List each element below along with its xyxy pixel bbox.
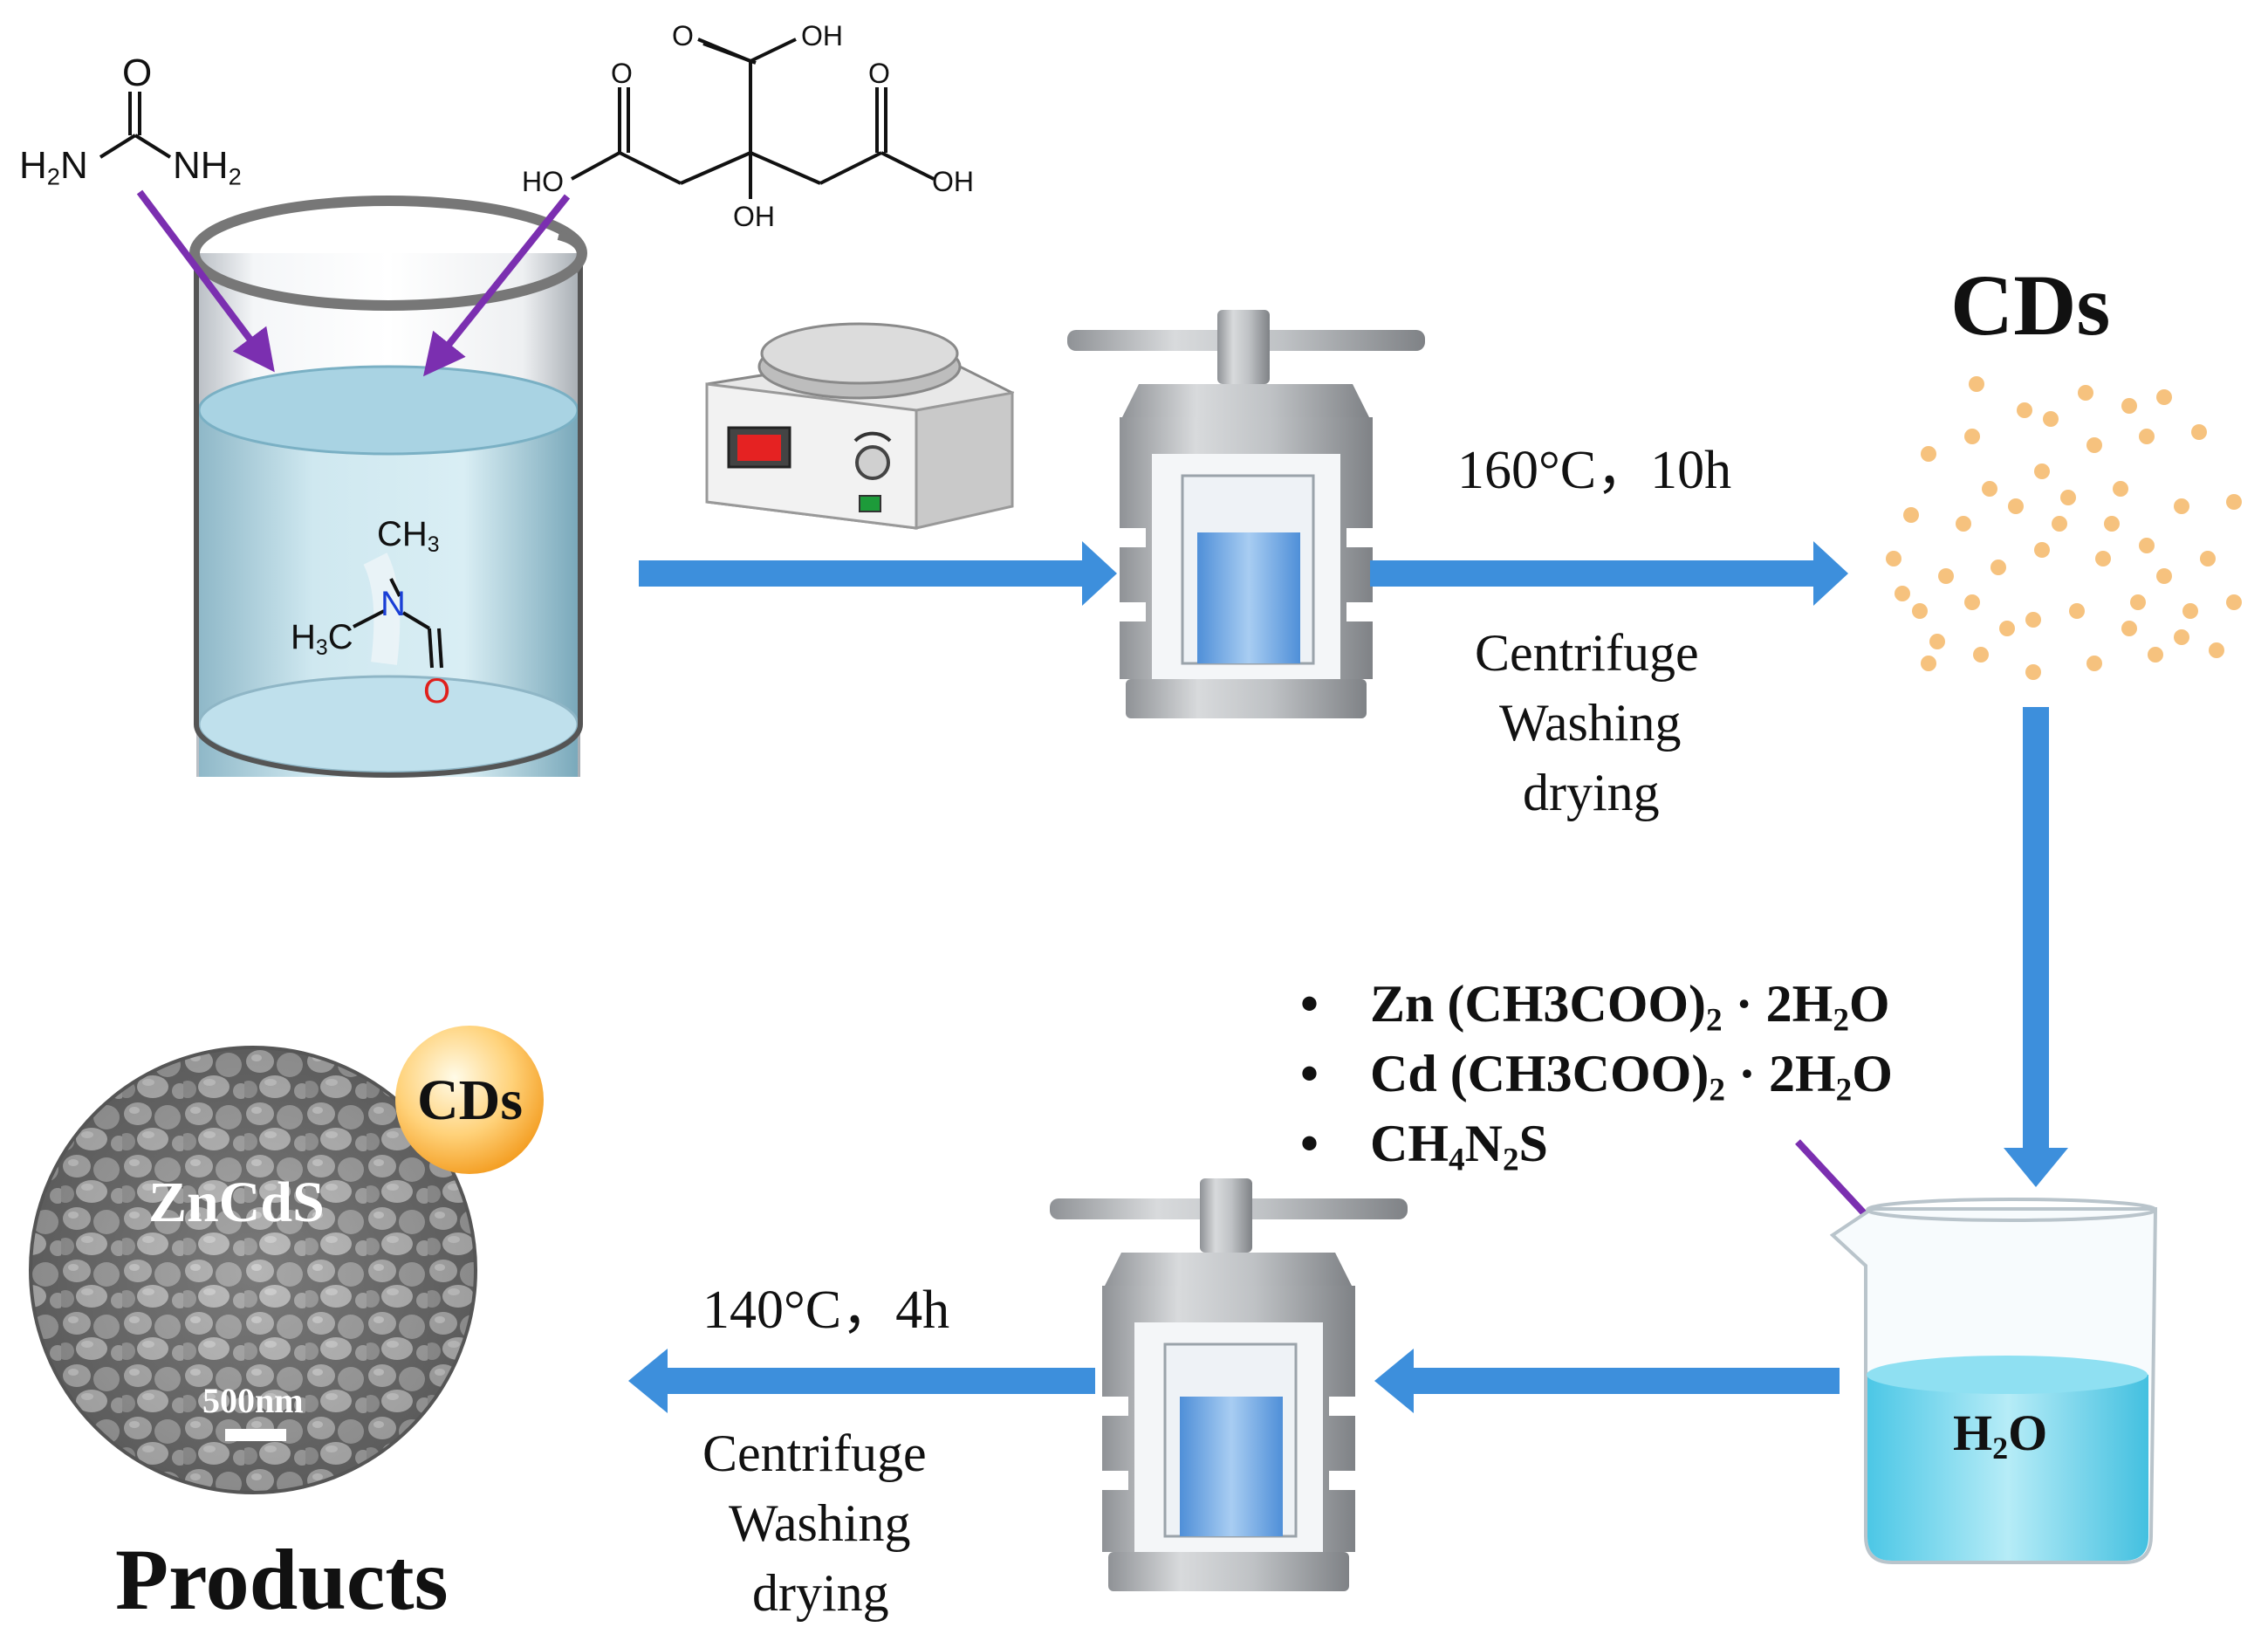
carbon-dot bbox=[2156, 389, 2172, 405]
carbon-dot bbox=[2174, 629, 2189, 645]
carbon-dot bbox=[2104, 516, 2120, 532]
product-sem-image bbox=[29, 1046, 477, 1494]
carbon-dot bbox=[2121, 398, 2137, 414]
dmf-o: O bbox=[423, 672, 451, 711]
carbon-dot bbox=[1969, 376, 1984, 392]
carbon-dot bbox=[1938, 568, 1954, 584]
carbon-dot bbox=[2052, 516, 2067, 532]
arrow-autoclave-to-cds bbox=[1370, 541, 1848, 606]
carbon-dot bbox=[2174, 498, 2189, 514]
carbon-dot bbox=[1973, 647, 1989, 663]
scale-bar-label: 500nm bbox=[202, 1381, 304, 1420]
step2-washing: Washing bbox=[729, 1494, 911, 1552]
carbon-dot bbox=[1964, 429, 1980, 444]
carbon-dot bbox=[1956, 516, 1971, 532]
carbon-dot bbox=[2121, 621, 2137, 636]
carbon-dot bbox=[2060, 490, 2076, 505]
cds-badge-label: CDs bbox=[417, 1068, 524, 1132]
carbon-dot bbox=[2139, 538, 2155, 553]
urea-o: O bbox=[122, 51, 153, 94]
product-label: ZnCdS bbox=[148, 1171, 325, 1234]
step1-washing: Washing bbox=[1499, 694, 1682, 752]
carbon-dot bbox=[2025, 664, 2041, 680]
carbon-dot bbox=[1921, 656, 1936, 671]
step2-drying: drying bbox=[752, 1564, 889, 1622]
cds-badge bbox=[395, 1026, 544, 1174]
carbon-dot bbox=[1964, 594, 1980, 610]
urea-to-beaker-arrow bbox=[136, 189, 275, 373]
dmf-ch3: CH3 bbox=[377, 515, 440, 557]
carbon-dot bbox=[2008, 498, 2024, 514]
reagent-zinc-acetate: •Zn (CH3COO)2 · 2H2O bbox=[1300, 975, 1890, 1039]
scale-bar bbox=[225, 1429, 286, 1441]
citric-oh-bottom: OH bbox=[733, 201, 775, 232]
precursor-beaker bbox=[189, 196, 587, 778]
citric-o-left: O bbox=[611, 58, 633, 89]
carbon-dot bbox=[2226, 594, 2242, 610]
carbon-dot bbox=[1990, 560, 2006, 575]
urea-h2n: H2N bbox=[19, 144, 88, 190]
hotplate-stirrer bbox=[705, 322, 1015, 530]
step1-drying: drying bbox=[1523, 764, 1660, 821]
beaker-water-label: H2O bbox=[1953, 1404, 2048, 1466]
dmf-n: N bbox=[380, 585, 406, 623]
carbon-dot bbox=[1921, 446, 1936, 462]
carbon-dot bbox=[1929, 634, 1945, 649]
carbon-dot bbox=[2191, 424, 2207, 440]
carbon-dot bbox=[1886, 551, 1901, 566]
arrow-beaker-to-autoclave bbox=[639, 541, 1117, 606]
autoclave-1 bbox=[1067, 310, 1425, 718]
carbon-dot bbox=[2182, 603, 2198, 619]
carbon-dot bbox=[2086, 656, 2102, 671]
step1-condition: 160°C，10h bbox=[1457, 441, 1732, 500]
carbon-dot bbox=[2209, 642, 2224, 658]
step2-condition: 140°C，4h bbox=[702, 1281, 950, 1340]
products-title: Products bbox=[115, 1531, 449, 1628]
citric-ho-left: HO bbox=[522, 166, 564, 197]
carbon-dot bbox=[2200, 551, 2216, 566]
citric-to-beaker-arrow bbox=[423, 194, 571, 377]
step2-centrifuge: Centrifuge bbox=[702, 1425, 927, 1482]
water-beaker bbox=[1829, 1198, 2158, 1564]
carbon-dot bbox=[2130, 594, 2146, 610]
citric-acid-structure bbox=[571, 38, 935, 199]
urea-nh2: NH2 bbox=[173, 144, 242, 190]
step1-centrifuge: Centrifuge bbox=[1475, 624, 1699, 682]
carbon-dot bbox=[2095, 551, 2111, 566]
carbon-dot bbox=[2043, 411, 2059, 427]
carbon-dot bbox=[2139, 429, 2155, 444]
reagent-cadmium-acetate: •Cd (CH3COO)2 · 2H2O bbox=[1300, 1045, 1893, 1109]
arrow-autoclave-to-products bbox=[628, 1349, 1095, 1413]
carbon-dot bbox=[2069, 603, 2085, 619]
carbon-dots-cloud bbox=[1886, 376, 2242, 680]
cds-title: CDs bbox=[1950, 257, 2111, 354]
carbon-dot bbox=[2113, 481, 2128, 497]
carbon-dot bbox=[2034, 463, 2050, 479]
dmf-molecule bbox=[353, 578, 443, 669]
carbon-dot bbox=[2034, 542, 2050, 558]
carbon-dot bbox=[1912, 603, 1928, 619]
arrow-beaker-to-autoclave-2 bbox=[1374, 1349, 1840, 1413]
carbon-dot bbox=[2025, 612, 2041, 628]
arrow-cds-to-beaker bbox=[2004, 707, 2068, 1187]
carbon-dot bbox=[1999, 621, 2015, 636]
dmf-h3c: H3C bbox=[291, 618, 353, 660]
urea-structure bbox=[99, 92, 172, 159]
carbon-dot bbox=[2156, 568, 2172, 584]
citric-o-right: O bbox=[868, 58, 890, 89]
citric-oh-right: OH bbox=[932, 166, 974, 197]
carbon-dot bbox=[1903, 507, 1919, 523]
reagent-thiourea: •CH4N2S bbox=[1300, 1115, 1548, 1178]
carbon-dot bbox=[1895, 586, 1910, 601]
carbon-dot bbox=[2148, 647, 2163, 663]
autoclave-2 bbox=[1050, 1178, 1408, 1591]
citric-o-top: O bbox=[672, 20, 694, 51]
carbon-dot bbox=[2078, 385, 2093, 401]
carbon-dot bbox=[1982, 481, 1997, 497]
carbon-dot bbox=[2017, 402, 2032, 418]
carbon-dot bbox=[2086, 437, 2102, 453]
carbon-dot bbox=[2226, 494, 2242, 510]
citric-oh-top: OH bbox=[801, 20, 843, 51]
